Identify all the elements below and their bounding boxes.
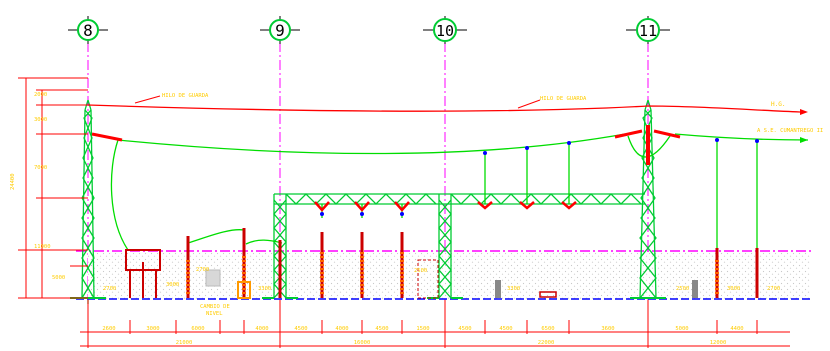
hdim-5: 4500 xyxy=(294,326,307,332)
red-marker xyxy=(539,291,557,298)
axis-bubble-9: 9 xyxy=(260,16,300,44)
hdim-10: 4500 xyxy=(499,326,512,332)
ground-wire: HILO DE GUARDA HILO DE GUARDA H.G. xyxy=(87,93,808,115)
outgoing-conductor xyxy=(674,133,809,141)
height-dim-1: 2700 xyxy=(103,286,116,292)
height-dim-8: 3000 xyxy=(727,286,740,292)
hdim-11: 6500 xyxy=(541,326,554,332)
hdim-8: 1500 xyxy=(416,326,429,332)
conductors xyxy=(110,133,809,251)
vdim-5: 5000 xyxy=(52,275,65,281)
crossarm-insulators xyxy=(91,125,681,165)
axis-grid xyxy=(87,42,649,300)
line-destination-label: A S.E. CUMANTREGO II xyxy=(757,128,823,134)
hdim-4: 4000 xyxy=(255,326,268,332)
vdim-2: 3000 xyxy=(34,117,47,123)
main-span-conductor xyxy=(117,133,626,155)
axis-label-11: 11 xyxy=(639,22,657,40)
hdim-14: 4400 xyxy=(730,326,743,332)
equipment-height-dims: 2700 3000 2700 3300 2500 3300 2500 3000 … xyxy=(103,267,780,292)
vdim-total: 24400 xyxy=(10,173,16,190)
hdim-13: 5000 xyxy=(675,326,688,332)
vertical-dimensions xyxy=(18,77,88,299)
vdim-1: 2000 xyxy=(34,92,47,98)
horizontal-dimension-texts: 2600 3000 6000 4000 4500 4000 4500 1500 … xyxy=(102,326,743,346)
hdim-total-2: 16000 xyxy=(354,340,371,346)
vdim-3: 7000 xyxy=(34,165,47,171)
grey-equipment xyxy=(205,269,221,287)
hdim-3: 6000 xyxy=(191,326,204,332)
equipment-row xyxy=(125,228,759,299)
hdim-12: 3600 xyxy=(601,326,614,332)
height-dim-2: 3000 xyxy=(166,282,179,288)
gantry-insulators xyxy=(314,201,577,212)
bus-to-gantry xyxy=(245,239,283,245)
note-line-2: NIVEL xyxy=(206,311,223,317)
axis-label-8: 8 xyxy=(83,21,93,40)
hdim-total-3: 22000 xyxy=(538,340,555,346)
vertical-dimension-texts: 24400 2000 3000 7000 11000 5000 xyxy=(10,92,65,281)
hdim-7: 4500 xyxy=(375,326,388,332)
ground-wire-label-right: HILO DE GUARDA xyxy=(540,96,587,102)
note-line-1: CAMBIO DE xyxy=(200,304,230,310)
downlead-to-bus xyxy=(187,229,245,244)
vdim-4: 11000 xyxy=(34,244,51,250)
grey-support-left xyxy=(495,280,501,298)
height-dim-5: 2500 xyxy=(414,268,427,274)
height-dim-3: 2700 xyxy=(196,267,209,273)
insulator-stacks xyxy=(186,252,719,296)
hdim-1: 2600 xyxy=(102,326,115,332)
hdim-2: 3000 xyxy=(146,326,159,332)
hdim-9: 4500 xyxy=(458,326,471,332)
horizontal-dimensions xyxy=(80,300,790,348)
axis-bubble-8: 8 xyxy=(68,16,108,44)
jumper-loop xyxy=(627,135,671,158)
height-dim-6: 3300 xyxy=(507,286,520,292)
ground-wire-label-left: HILO DE GUARDA xyxy=(162,93,209,99)
axis-bubble-11: 11 xyxy=(626,16,670,44)
height-dim-4: 3300 xyxy=(258,286,271,292)
orange-transformer xyxy=(237,281,251,299)
axis-label-10: 10 xyxy=(436,22,454,40)
connection-points xyxy=(320,138,759,216)
hdim-total-4: 12000 xyxy=(710,340,727,346)
height-dim-9: 2700 xyxy=(767,286,780,292)
grey-support-right xyxy=(692,280,698,298)
downlead-tower8 xyxy=(110,139,129,251)
level-change-note: CAMBIO DE NIVEL xyxy=(200,304,230,317)
axis-bubble-10: 10 xyxy=(423,16,467,44)
height-dim-7: 2500 xyxy=(676,286,689,292)
ground-wire-end-label: H.G. xyxy=(771,101,785,108)
disconnector-left xyxy=(125,249,161,298)
hdim-6: 4000 xyxy=(335,326,348,332)
red-shelter xyxy=(417,259,439,299)
hdim-total-1: 21000 xyxy=(176,340,193,346)
axis-label-9: 9 xyxy=(275,21,285,40)
